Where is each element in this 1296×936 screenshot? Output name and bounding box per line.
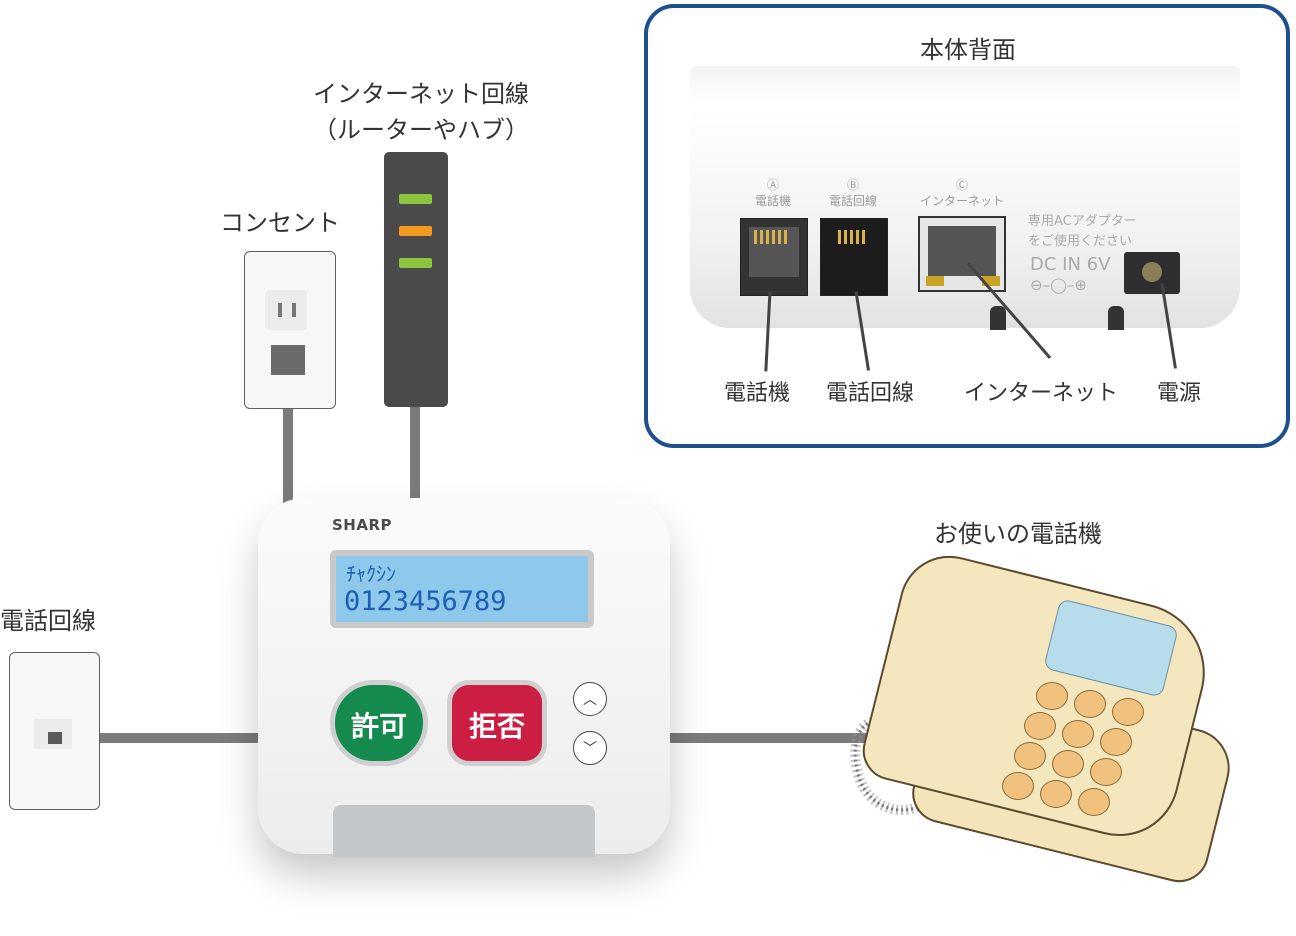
port-a-pins xyxy=(754,230,794,248)
allow-button[interactable]: 許可 xyxy=(330,680,428,766)
phone-line-cable xyxy=(48,733,260,743)
callout-power: 電源 xyxy=(1157,381,1202,406)
outlet-power-cable xyxy=(283,375,293,505)
port-b-mark: Ⓑ xyxy=(846,178,859,192)
phone-key-hash xyxy=(1078,788,1110,816)
phone-handset-cable xyxy=(668,733,918,743)
callout-phone: 電話機 xyxy=(724,381,791,406)
outlet-slot-right xyxy=(292,303,296,317)
dc-adapter-note-2: をご使用ください xyxy=(1028,234,1133,249)
dc-power-jack xyxy=(1124,252,1180,294)
phone-key-2 xyxy=(1074,690,1106,718)
chevron-down-icon: ﹀ xyxy=(583,741,597,757)
phone-key-3 xyxy=(1112,698,1144,726)
lcd-line-1: ﾁｬｸｼﾝ xyxy=(346,562,396,586)
chevron-up-icon: ︿ xyxy=(583,692,597,708)
outlet-label: コンセント xyxy=(220,209,340,237)
deny-button[interactable]: 拒否 xyxy=(447,680,547,766)
phone-key-star xyxy=(1002,772,1034,800)
phone-key-1 xyxy=(1036,682,1068,710)
up-button[interactable]: ︿ xyxy=(573,682,607,716)
power-plug xyxy=(271,345,305,375)
outlet-socket xyxy=(265,290,307,330)
panel-foot-left xyxy=(990,306,1006,330)
phone-key-6 xyxy=(1100,728,1132,756)
dc-rating: DC IN 6V xyxy=(1030,254,1111,275)
outlet-slot-left xyxy=(278,303,282,317)
router-led-green-1 xyxy=(399,194,432,204)
port-c-mark: Ⓒ xyxy=(955,178,968,192)
back-panel-title: 本体背面 xyxy=(920,36,1016,64)
router-lan-cable xyxy=(410,405,420,505)
allow-button-label: 許可 xyxy=(350,710,407,743)
phone-key-8 xyxy=(1052,750,1084,778)
phone-key-4 xyxy=(1024,712,1056,740)
router-hub xyxy=(384,152,448,407)
dc-polarity-icon: ⊖–◯–⊕ xyxy=(1030,276,1087,294)
router-led-orange xyxy=(399,226,432,236)
phone-key-7 xyxy=(1014,742,1046,770)
internet-line-sublabel: （ルーターやハブ） xyxy=(313,116,529,144)
phone-key-5 xyxy=(1062,720,1094,748)
power-outlet xyxy=(244,251,336,409)
down-button[interactable]: ﹀ xyxy=(573,731,607,765)
internet-line-label: インターネット回線 xyxy=(313,80,529,108)
port-c-name: インターネット xyxy=(919,194,1004,208)
lcd-line-2: 0123456789 xyxy=(344,586,507,617)
port-b-pins xyxy=(838,230,872,248)
router-led-green-2 xyxy=(399,258,432,268)
brand-logo: SHARP xyxy=(332,516,393,534)
port-b-jack xyxy=(820,218,888,296)
device-bottom-recess xyxy=(333,805,595,857)
port-c-ethernet-jack xyxy=(918,216,1006,292)
phone-key-0 xyxy=(1040,780,1072,808)
callout-internet: インターネット xyxy=(964,381,1119,406)
port-a-mark: Ⓐ xyxy=(766,178,779,192)
phone-key-9 xyxy=(1090,758,1122,786)
phone-jack-plug xyxy=(48,732,62,744)
port-a-name: 電話機 xyxy=(754,194,791,208)
dc-adapter-note-1: 専用ACアダプター xyxy=(1028,214,1137,229)
deny-button-label: 拒否 xyxy=(468,710,525,743)
callout-phone-line: 電話回線 xyxy=(826,381,915,406)
lcd-display: ﾁｬｸｼﾝ 0123456789 xyxy=(336,556,588,622)
your-phone-label: お使いの電話機 xyxy=(934,520,1102,548)
back-panel-top-edge xyxy=(690,66,1240,106)
port-b-name: 電話回線 xyxy=(828,194,877,208)
phone-line-label: 電話回線 xyxy=(0,607,96,635)
panel-foot-right xyxy=(1108,306,1124,330)
